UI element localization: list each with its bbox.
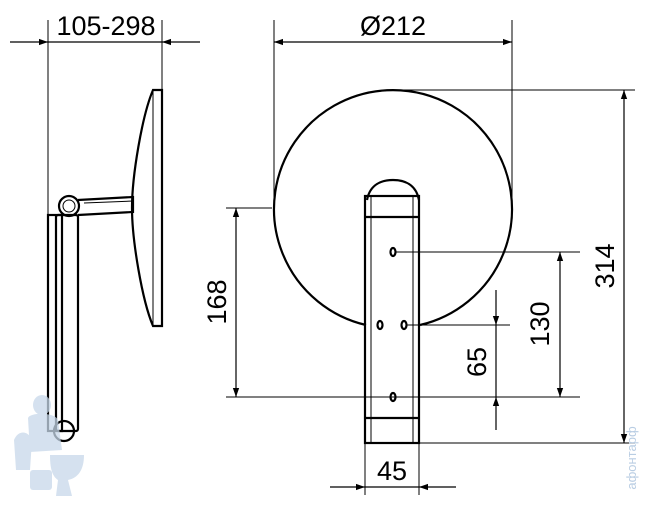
front-view: Ø212 314 168 130 65 45 xyxy=(202,11,635,495)
mount-hole-top xyxy=(389,246,397,258)
mirror-disc xyxy=(272,89,514,327)
wall-bar-inner xyxy=(54,213,80,433)
mount-hole-mid-right xyxy=(400,319,408,331)
plate-cap xyxy=(365,178,421,201)
dim-total-height: 314 xyxy=(590,243,620,288)
dim-hole-spacing-upper: 130 xyxy=(525,301,555,346)
dim-hole-spacing-lower: 65 xyxy=(462,347,492,377)
mirror-profile xyxy=(130,88,164,328)
side-view: 105-298 xyxy=(10,11,200,443)
mount-hole-mid-left xyxy=(376,319,384,331)
arm-joint-top xyxy=(57,194,81,218)
dim-mount-height: 168 xyxy=(202,279,232,324)
plumber-mascot-icon xyxy=(14,395,84,496)
dim-diameter: Ø212 xyxy=(360,11,426,41)
mirror-arm xyxy=(77,195,135,217)
mounting-plate xyxy=(363,194,421,445)
dim-plate-width: 45 xyxy=(377,456,407,486)
dim-arm-reach: 105-298 xyxy=(56,11,155,41)
watermark-text: афонтарф xyxy=(624,426,639,490)
